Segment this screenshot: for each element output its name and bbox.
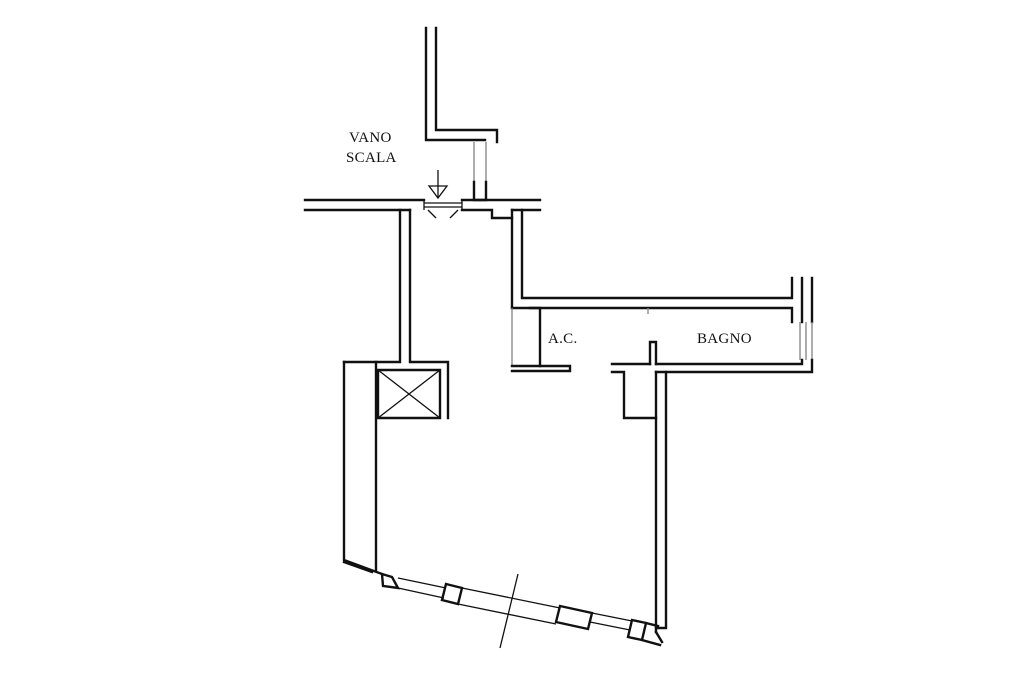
stair-label-line1: VANO: [349, 130, 392, 146]
bathroom-walls: [610, 276, 814, 420]
landing-walls: [303, 198, 542, 220]
upper-corridor-walls: [424, 26, 499, 202]
shaft-box: [376, 368, 442, 420]
main-room-walls: [342, 360, 668, 644]
closet-label: A.C.: [548, 331, 578, 347]
stair-label-line2: SCALA: [346, 150, 397, 166]
entry-hall-walls: [342, 208, 794, 420]
entrance-arrow-icon: [427, 170, 449, 200]
front-window-wall: [342, 560, 662, 649]
bathroom-label: BAGNO: [697, 331, 752, 347]
entrance-door: [423, 200, 463, 219]
